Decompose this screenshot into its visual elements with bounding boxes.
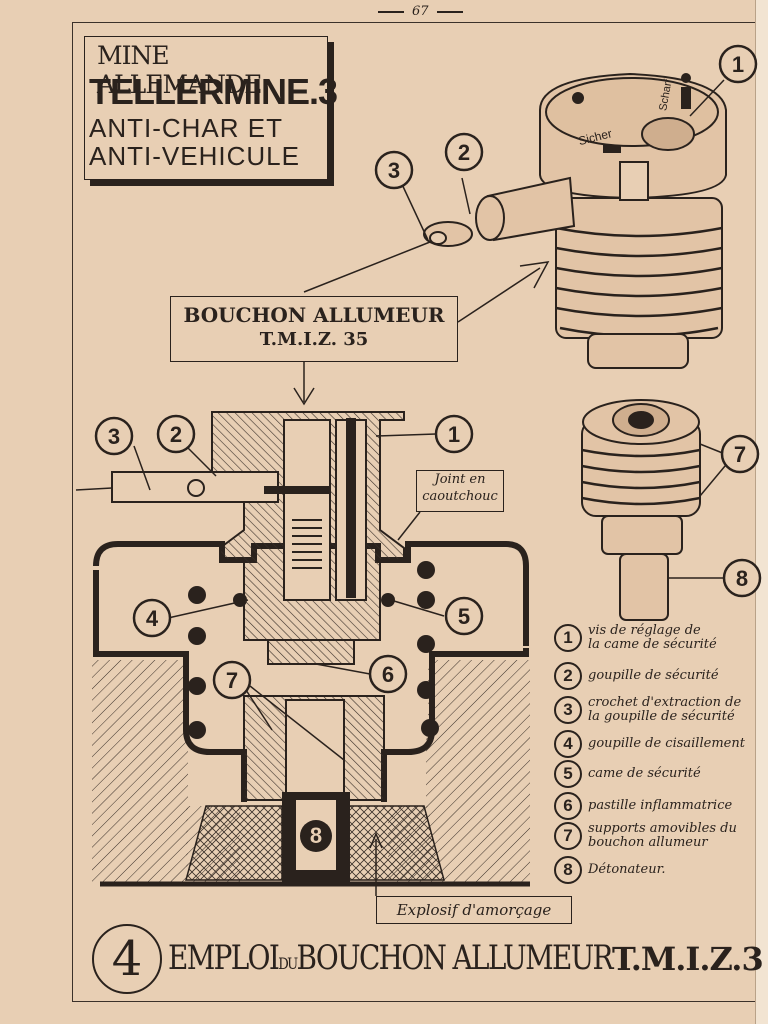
- legend-text: crochet d'extraction de la goupille de s…: [588, 695, 742, 724]
- page-frame: [72, 22, 755, 1002]
- legend-item-2: 2 goupille de sécurité: [554, 662, 719, 690]
- title-line-2: TELLERMINE.3: [89, 71, 338, 112]
- callout-3-section: 3: [108, 424, 120, 449]
- legend-number: 3: [554, 696, 582, 724]
- callout-8-right: 8: [736, 566, 748, 591]
- bouchon-label-line-2: T.M.I.Z. 35: [259, 329, 369, 350]
- legend-number: 8: [554, 856, 582, 884]
- title-box: MINE ALLEMANDE TELLERMINE.3 ANTI-CHAR ET…: [84, 36, 338, 180]
- legend-text: vis de réglage de la came de sécurité: [588, 623, 717, 652]
- legend-number: 5: [554, 760, 582, 788]
- cross-section: [75, 411, 530, 887]
- title-line-1: MINE ALLEMANDE: [97, 41, 262, 99]
- legend-item-6: 6 pastille inflammatrice: [554, 792, 732, 820]
- footer-caption: EMPLOIDUBOUCHON ALLUMEUR: [168, 938, 614, 978]
- legend-number: 4: [554, 730, 582, 758]
- bouchon-label-line-1: BOUCHON ALLUMEUR: [183, 303, 445, 327]
- legend-text: pastille inflammatrice: [588, 798, 733, 813]
- footer-du: DU: [278, 954, 298, 973]
- page-edge: [755, 0, 768, 1024]
- callout-2-top: 2: [458, 140, 470, 165]
- legend-text: goupille de cisaillement: [588, 736, 745, 751]
- scharf-marking: Scharf: [657, 77, 675, 111]
- callout-4-section: 4: [146, 606, 159, 631]
- callout-7-section: 7: [226, 668, 238, 693]
- legend-text: Détonateur.: [588, 862, 666, 877]
- legend-item-8: 8 Détonateur.: [554, 856, 666, 884]
- callout-8-section: 8: [310, 823, 322, 848]
- callout-3-top: 3: [388, 158, 400, 183]
- legend-number: 6: [554, 792, 582, 820]
- legend-text: goupille de sécurité: [588, 668, 719, 683]
- callout-1-top: 1: [732, 52, 744, 77]
- legend-item-1: 1 vis de réglage de la came de sécurité: [554, 624, 717, 652]
- callout-5-section: 5: [458, 604, 470, 629]
- legend-item-4: 4 goupille de cisaillement: [554, 730, 745, 758]
- legend-item-5: 5 came de sécurité: [554, 760, 701, 788]
- legend-item-3: 3 crochet d'extraction de la goupille de…: [554, 696, 741, 724]
- fuze-bottom-view: [581, 399, 701, 621]
- footer-emploi: EMPLOI: [168, 938, 280, 978]
- callout-6-section: 6: [382, 662, 394, 687]
- footer-bouchon: BOUCHON ALLUMEUR: [296, 938, 614, 978]
- callout-7-right: 7: [734, 442, 746, 467]
- legend-item-7: 7 supports amovibles du bouchon allumeur: [554, 822, 737, 850]
- legend-number: 7: [554, 822, 582, 850]
- explosif-label: Explosif d'amorçage: [376, 896, 572, 924]
- title-line-4: ANTI-VEHICULE: [89, 141, 300, 171]
- fuze-exterior: [423, 72, 727, 369]
- bouchon-label-box: BOUCHON ALLUMEUR T.M.I.Z. 35: [170, 296, 458, 362]
- footer-title: 4 EMPLOIDUBOUCHON ALLUMEUR T.M.I.Z.3: [92, 924, 764, 996]
- page-number: 67: [370, 4, 471, 19]
- title-line-3: ANTI-CHAR ET: [89, 113, 283, 143]
- legend-number: 1: [554, 624, 582, 652]
- legend-number: 2: [554, 662, 582, 690]
- plate-number: 4: [92, 924, 162, 994]
- legend-text: supports amovibles du bouchon allumeur: [588, 821, 737, 850]
- footer-code: T.M.I.Z.3: [612, 940, 764, 978]
- callout-1-section: 1: [448, 422, 460, 447]
- legend-text: came de sécurité: [588, 766, 701, 781]
- joint-label: Joint en caoutchouc: [416, 470, 504, 512]
- callout-2-section: 2: [170, 422, 182, 447]
